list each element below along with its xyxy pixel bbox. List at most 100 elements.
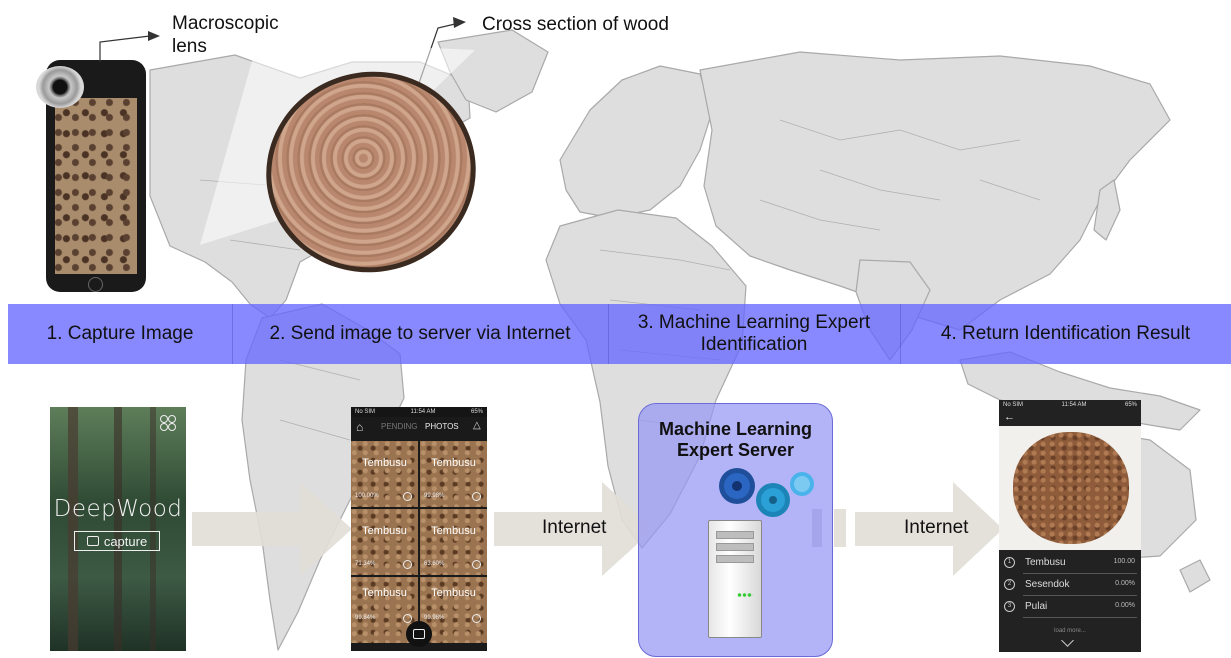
arrow-app-to-server (494, 482, 654, 576)
server-title-line1: Machine Learning (658, 419, 813, 439)
capture-button[interactable]: capture (74, 531, 160, 551)
photo-tile-label: Tembusu (362, 525, 407, 537)
step-1: 1. Capture Image (8, 304, 232, 364)
capture-app-screen: DeepWood capture (50, 407, 186, 651)
select-circle-icon[interactable] (472, 614, 481, 623)
result-rank: 2 (1004, 579, 1015, 590)
step-3-label-line1: 3. Machine Learning Expert (637, 312, 871, 333)
status-bar: No SIM 11:54 AM 65% (351, 407, 487, 417)
select-circle-icon[interactable] (403, 492, 412, 501)
step-2: 2. Send image to server via Internet (232, 304, 608, 364)
map-europe (559, 65, 713, 219)
lens-label-line2: lens (172, 36, 207, 57)
step-1-label: 1. Capture Image (46, 323, 194, 344)
server-status-lights (737, 593, 753, 597)
result-score: 0.00% (1115, 602, 1135, 609)
arrow-capture-to-app (192, 482, 352, 576)
process-steps-banner: 1. Capture Image 2. Send image to server… (8, 304, 1231, 364)
gear-small-icon (790, 472, 814, 496)
result-rank: 3 (1004, 601, 1015, 612)
macro-lens-icon (36, 66, 84, 108)
step-4-label: 4. Return Identification Result (940, 323, 1191, 344)
load-more-link[interactable]: load more... (1054, 628, 1086, 634)
arrow-server-gap (812, 509, 822, 547)
result-score: 100.00 (1113, 558, 1135, 565)
capture-button-label: capture (103, 533, 148, 549)
photo-tile-label: Tembusu (431, 525, 476, 537)
server-title: Machine Learning Expert Server (639, 419, 832, 461)
bell-icon[interactable]: △ (473, 420, 481, 431)
internet-label-1: Internet (542, 517, 607, 538)
lens-pointer-line (99, 35, 151, 62)
tab-pending[interactable]: PENDING (381, 422, 418, 431)
wood-pointer-head (453, 17, 466, 28)
status-bar: No SIM 11:54 AM 65% (999, 400, 1141, 410)
photo-tile[interactable]: Tembusu 99.98% (420, 441, 487, 507)
photo-tile-pct: 99.98% (424, 615, 445, 621)
map-new-zealand (1179, 559, 1211, 593)
step-3: 3. Machine Learning Expert Identificatio… (608, 304, 900, 364)
select-circle-icon[interactable] (472, 492, 481, 501)
status-carrier: No SIM (355, 409, 376, 415)
photo-tile[interactable]: Tembusu 63.60% (420, 509, 487, 575)
gear-large-icon (719, 468, 755, 504)
arrow-server-to-result (855, 482, 1003, 576)
step-2-label: 2. Send image to server via Internet (269, 323, 571, 344)
result-name: Tembusu (1025, 557, 1066, 568)
photo-tile-pct: 63.60% (424, 561, 445, 567)
lens-pointer-head (148, 31, 160, 41)
photo-tile[interactable]: Tembusu 71.34% (351, 509, 418, 575)
deepwood-logo-text: DeepWood (53, 496, 183, 522)
server-title-line2: Expert Server (676, 440, 795, 460)
wood-label: Cross section of wood (482, 14, 669, 35)
result-row[interactable]: 1 Tembusu 100.00 (999, 552, 1141, 574)
phone-wood-screen (55, 98, 137, 274)
back-arrow-icon[interactable]: ← (1004, 411, 1015, 423)
result-row[interactable]: 3 Pulai 0.00% (999, 596, 1141, 618)
photo-tile[interactable]: Tembusu 100.00% (351, 441, 418, 507)
home-icon[interactable]: ⌂ (356, 420, 364, 434)
result-rank: 1 (1004, 557, 1015, 568)
step-4: 4. Return Identification Result (900, 304, 1231, 364)
internet-label-2: Internet (904, 517, 969, 538)
photo-tile-pct: 71.34% (355, 561, 376, 567)
result-name: Sesendok (1025, 579, 1070, 590)
select-circle-icon[interactable] (403, 560, 412, 569)
status-time: 11:54 AM (410, 409, 436, 415)
result-name: Pulai (1025, 601, 1048, 612)
map-borders-asia (759, 119, 1041, 231)
gear-medium-icon (756, 483, 790, 517)
photo-tile-label: Tembusu (431, 587, 476, 599)
tab-photos[interactable]: PHOTOS (425, 422, 459, 431)
select-circle-icon[interactable] (403, 614, 412, 623)
camera-fab-button[interactable] (406, 621, 432, 647)
photo-tile-label: Tembusu (362, 457, 407, 469)
arrow-server-gap-2 (834, 509, 846, 547)
lens-label-line1: Macroscopic (172, 13, 279, 34)
photo-tile-label: Tembusu (431, 457, 476, 469)
chevron-down-icon[interactable] (1061, 634, 1074, 647)
status-battery: 65% (1124, 402, 1137, 408)
ml-expert-server: Machine Learning Expert Server (638, 403, 833, 657)
gears-icon (719, 468, 814, 517)
photo-tile[interactable]: Tembusu 99.98% (420, 577, 487, 643)
photo-tile-pct: 99.98% (424, 493, 445, 499)
status-battery: 65% (470, 409, 483, 415)
result-score: 0.00% (1115, 580, 1135, 587)
step-3-label-line2: Identification (700, 334, 808, 355)
photos-app-tabbar: ⌂ PENDING PHOTOS △ (351, 417, 487, 437)
photo-tile-label: Tembusu (362, 587, 407, 599)
camera-icon (86, 536, 99, 546)
phone-home-button (88, 277, 103, 292)
server-tower-icon (708, 520, 762, 638)
result-app-screen: No SIM 11:54 AM 65% ← 1 Tembusu 100.00 2… (999, 400, 1141, 652)
map-japan (1093, 179, 1121, 241)
photos-app-screen: No SIM 11:54 AM 65% ⌂ PENDING PHOTOS △ T… (351, 407, 487, 651)
status-time: 11:54 AM (1061, 402, 1087, 408)
result-row[interactable]: 2 Sesendok 0.00% (999, 574, 1141, 596)
select-circle-icon[interactable] (472, 560, 481, 569)
phone-with-lens (46, 60, 146, 292)
grid-icon[interactable] (160, 415, 176, 431)
map-asia (699, 51, 1171, 331)
photo-tile-pct: 100.00% (355, 493, 379, 499)
